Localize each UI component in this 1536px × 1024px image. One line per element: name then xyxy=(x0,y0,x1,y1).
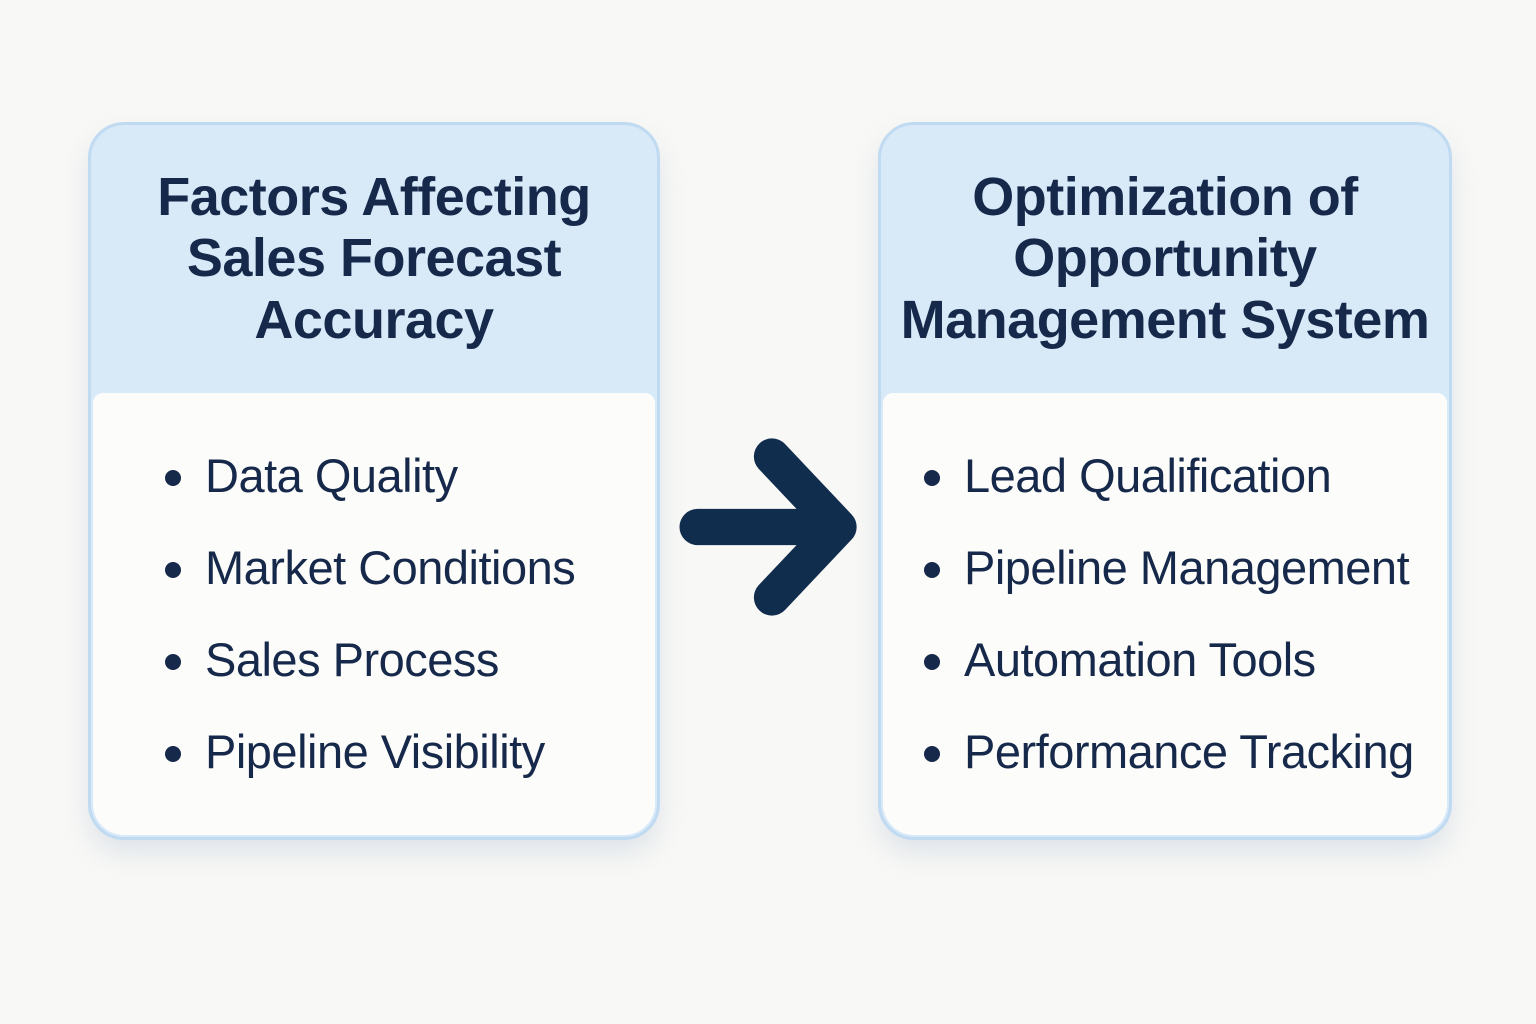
list-item: Lead Qualification xyxy=(924,449,1447,503)
list-item: Pipeline Visibility xyxy=(165,725,655,779)
list-item-label: Pipeline Visibility xyxy=(205,725,545,779)
bullet-dot-icon xyxy=(165,561,181,578)
bullet-dot-icon xyxy=(165,746,181,763)
list-item: Data Quality xyxy=(165,449,655,503)
bullet-dot-icon xyxy=(924,654,940,671)
list-item-label: Pipeline Management xyxy=(964,540,1410,594)
list-item: Market Conditions xyxy=(165,541,655,595)
card-opportunity-management-optimization: Optimization of Opportunity Management S… xyxy=(878,122,1452,840)
list-item: Sales Process xyxy=(165,633,655,687)
bullet-list: Lead Qualification Pipeline Management A… xyxy=(883,449,1447,779)
list-item: Performance Tracking xyxy=(924,725,1447,779)
bullet-dot-icon xyxy=(924,746,940,763)
list-item-label: Market Conditions xyxy=(205,540,576,594)
card-body: Lead Qualification Pipeline Management A… xyxy=(883,393,1447,835)
card-sales-forecast-factors: Factors Affecting Sales Forecast Accurac… xyxy=(88,122,660,840)
bullet-dot-icon xyxy=(924,561,940,578)
card-title: Optimization of Opportunity Management S… xyxy=(900,166,1430,350)
list-item-label: Automation Tools xyxy=(964,633,1316,686)
list-item-label: Lead Qualification xyxy=(964,448,1332,502)
list-item: Pipeline Management xyxy=(924,541,1447,595)
list-item-label: Sales Process xyxy=(205,633,499,686)
card-title: Factors Affecting Sales Forecast Accurac… xyxy=(157,166,591,350)
list-item-label: Performance Tracking xyxy=(964,725,1414,779)
list-item: Automation Tools xyxy=(924,633,1447,687)
card-header: Factors Affecting Sales Forecast Accurac… xyxy=(91,125,657,393)
bullet-dot-icon xyxy=(924,469,940,486)
list-item-label: Data Quality xyxy=(205,448,458,502)
card-body: Data Quality Market Conditions Sales Pro… xyxy=(93,393,655,835)
bullet-dot-icon xyxy=(165,469,181,486)
bullet-dot-icon xyxy=(165,654,181,671)
bullet-list: Data Quality Market Conditions Sales Pro… xyxy=(93,449,655,779)
card-header: Optimization of Opportunity Management S… xyxy=(881,125,1449,393)
right-arrow-icon xyxy=(678,433,864,621)
